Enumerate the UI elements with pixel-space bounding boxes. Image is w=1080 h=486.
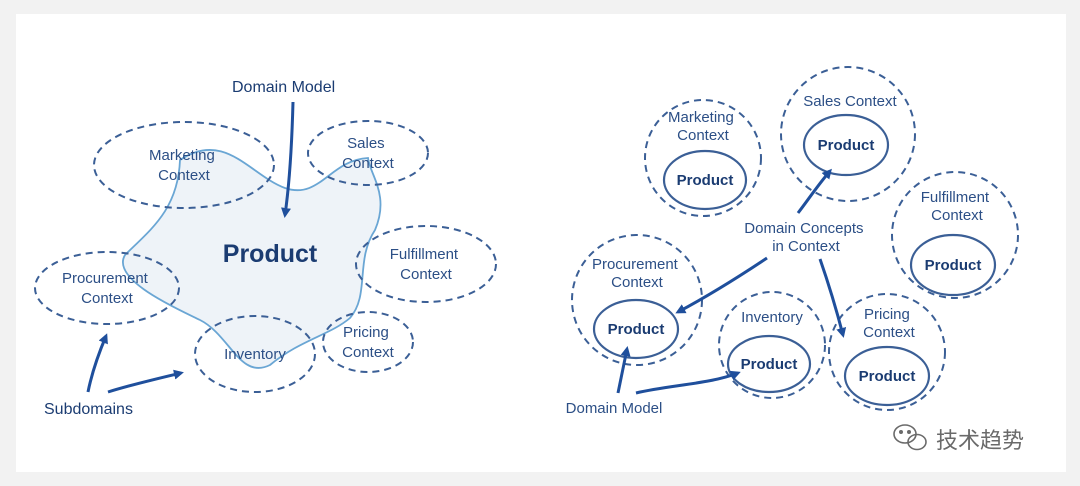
procurement-product-label: Product <box>608 321 665 338</box>
marketing-context-circle <box>644 99 762 217</box>
procurement-context-ellipse <box>34 251 180 325</box>
watermark: 技术趋势 <box>893 424 1024 453</box>
pricing-context-label: Pricing Context <box>342 324 395 361</box>
pricing-product-ellipse <box>843 345 931 407</box>
pricing-context-ellipse <box>322 311 414 373</box>
sales-context-label: Sales Context <box>342 135 395 172</box>
right-diagram: Marketing Context Product Sales Context … <box>566 66 1019 417</box>
pricing-context-circle <box>828 293 946 411</box>
inventory-context-label-right: Inventory <box>741 309 803 326</box>
domain-model-label-right: Domain Model <box>566 400 663 417</box>
marketing-context-ellipse <box>93 121 275 209</box>
domain-model-label-left: Domain Model <box>232 79 335 96</box>
domain-model-arrow-left <box>281 101 295 218</box>
domain-model-arrow-right <box>635 370 741 395</box>
inventory-product-ellipse <box>726 334 812 394</box>
domain-concepts-label: Domain Concepts in Context <box>744 220 867 255</box>
fulfillment-context-label-right: Fulfillment Context <box>921 189 994 224</box>
sales-product-label: Product <box>818 137 875 154</box>
inventory-context-ellipse <box>194 315 316 393</box>
fulfillment-product-label: Product <box>925 257 982 274</box>
fulfillment-context-ellipse <box>355 225 497 303</box>
sales-context-ellipse <box>307 120 429 186</box>
inventory-context-circle <box>718 291 826 399</box>
left-diagram: Marketing Context Sales Context Fulfillm… <box>34 79 497 418</box>
fulfillment-context-label: Fulfillment Context <box>390 246 463 283</box>
product-blob <box>122 148 382 369</box>
inventory-context-label: Inventory <box>224 346 286 363</box>
subdomains-arrow-1 <box>86 333 108 393</box>
domain-concepts-arrow-left <box>675 256 768 314</box>
procurement-context-label: Procurement Context <box>62 270 152 307</box>
inventory-product-label: Product <box>741 356 798 373</box>
wechat-icon <box>893 424 927 451</box>
pricing-product-label: Product <box>859 368 916 385</box>
sales-context-label-right: Sales Context <box>803 93 897 110</box>
fulfillment-context-circle <box>891 171 1019 299</box>
product-center-label: Product <box>223 240 318 268</box>
fulfillment-product-ellipse <box>909 233 997 297</box>
sales-context-circle <box>780 66 916 202</box>
procurement-product-ellipse <box>592 298 680 360</box>
procurement-context-label-right: Procurement Context <box>592 256 682 291</box>
marketing-product-label: Product <box>677 172 734 189</box>
domain-concepts-arrow-down <box>818 258 847 338</box>
subdomains-arrow-2 <box>107 369 184 394</box>
marketing-context-label: Marketing Context <box>149 147 219 184</box>
pricing-context-label-right: Pricing Context <box>863 306 916 341</box>
subdomains-label: Subdomains <box>44 401 133 418</box>
marketing-product-ellipse <box>662 149 748 211</box>
sales-product-ellipse <box>802 113 890 177</box>
domain-model-arrow-up <box>616 346 631 394</box>
watermark-text: 技术趋势 <box>936 428 1024 453</box>
marketing-context-label-right: Marketing Context <box>668 109 738 144</box>
domain-concepts-arrow-up <box>796 168 832 214</box>
